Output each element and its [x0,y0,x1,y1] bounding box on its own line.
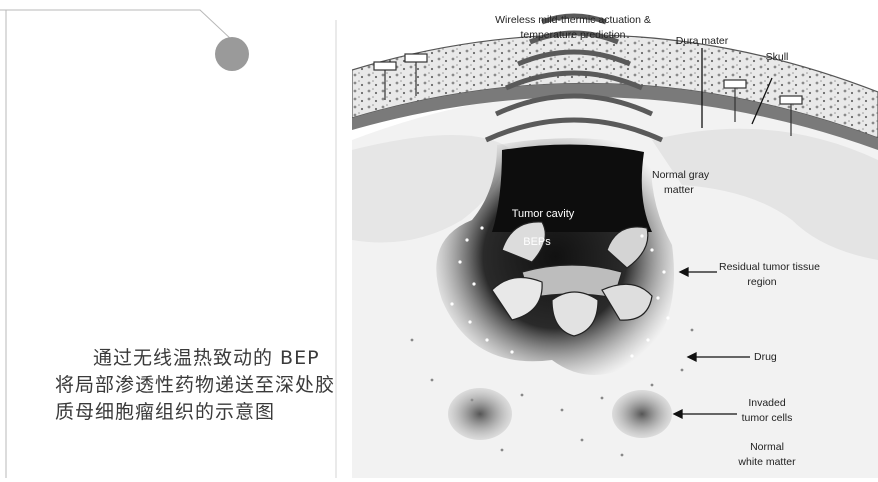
frame-top-line [0,10,232,40]
diagram-illustration: Wireless mild-thermic actuation & temper… [352,0,878,478]
label-white-1: Normal [750,441,784,453]
label-residual-1: Residual tumor tissue [719,261,820,273]
label-tumor-cavity: Tumor cavity [512,208,575,220]
bullet-dot-icon [215,37,249,71]
label-white-2: white matter [737,456,796,468]
title-line-2: temperature prediction [520,29,625,41]
title-line-1: Wireless mild-thermic actuation & [495,14,651,26]
label-normal-gray-1: Normal gray [652,169,710,181]
label-drug: Drug [754,351,777,363]
label-residual-2: region [747,276,776,288]
label-invaded-2: tumor cells [742,412,793,424]
label-normal-gray-2: matter [664,184,694,196]
label-beps: BEPs [523,236,551,248]
label-dura-mater: Dura mater [676,35,729,47]
figure-caption: 通过无线温热致动的 BEP 将局部渗透性药物递送至深处胶质母细胞瘤组织的示意图 [55,345,335,426]
invaded-tumor-cluster-right [612,390,672,438]
label-skull: Skull [766,51,789,63]
label-invaded-1: Invaded [748,397,786,409]
invaded-tumor-cluster-left [448,388,512,440]
glioblastoma-diagram: Wireless mild-thermic actuation & temper… [352,0,878,478]
caption-panel: 通过无线温热致动的 BEP 将局部渗透性药物递送至深处胶质母细胞瘤组织的示意图 [0,0,345,478]
